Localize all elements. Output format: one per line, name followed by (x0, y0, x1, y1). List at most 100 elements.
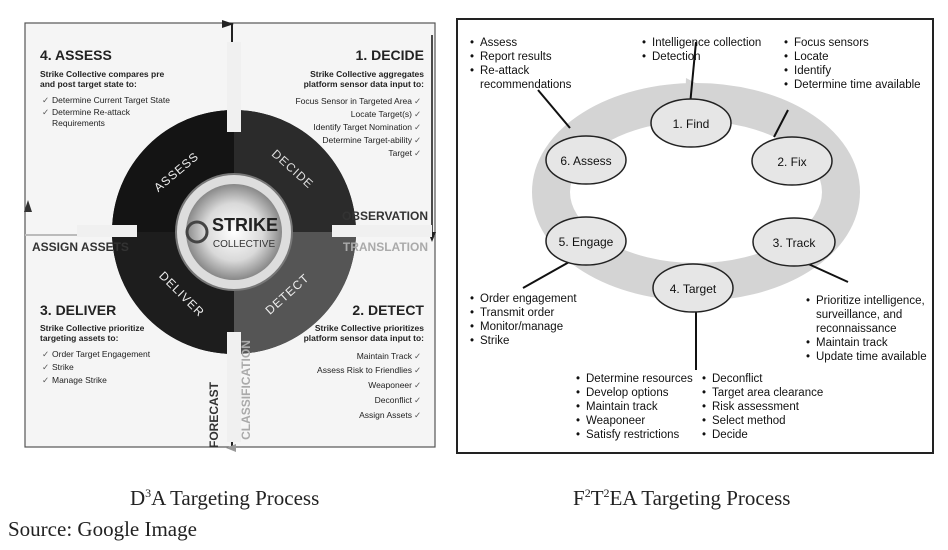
caption-right-sup1: 2 (584, 486, 591, 500)
check-icon: ✓ (414, 135, 421, 145)
axis-classification: CLASSIFICATION (239, 340, 253, 440)
bullet-icon: • (702, 429, 706, 441)
node-target (652, 263, 734, 313)
bullet-icon: • (470, 307, 474, 319)
detect-title: 2. DETECT (352, 302, 424, 318)
target-bullet: Weaponeer (586, 415, 645, 427)
caption-f2t2ea: F2T2EA Targeting Process (573, 486, 790, 511)
bullet-icon: • (470, 65, 474, 77)
bullet-icon: • (784, 65, 788, 77)
check-icon: ✓ (414, 109, 421, 119)
engage-bullet: Monitor/manage (480, 321, 563, 333)
check-icon: ✓ (414, 365, 421, 375)
f2t2ea-diagram: 1. Find 2. Fix 3. Track 4. Target 5. Eng… (456, 18, 934, 454)
node-find (650, 98, 732, 148)
check-icon: ✓ (414, 351, 421, 361)
target-bullet: Satisfy restrictions (586, 429, 680, 441)
deliver-item: Strike (52, 362, 74, 372)
find-bullet: Intelligence collection (652, 37, 761, 49)
node-assess (545, 135, 627, 185)
bullet-icon: • (576, 429, 580, 441)
d3a-diagram: STRIKE COLLECTIVE ASSESS DECIDE DELIVER … (22, 20, 440, 455)
engage-bullet: Strike (480, 335, 509, 347)
check-icon: ✓ (414, 122, 421, 132)
deliver-title: 3. DELIVER (40, 302, 116, 318)
strike-collective-logo (186, 184, 282, 280)
bullet-icon: • (702, 415, 706, 427)
node-engage-label: 5. Engage (559, 235, 614, 249)
detect-item: Deconflict (375, 395, 413, 405)
assess-bullet: Assess (480, 37, 517, 49)
detect-item: Assign Assets (359, 410, 412, 420)
target-bullet: Target area clearance (712, 387, 823, 399)
assess-item: Determine Current Target State (52, 95, 170, 105)
decide-title: 1. DECIDE (356, 47, 424, 63)
node-find-label: 1. Find (673, 117, 710, 131)
axis-assign-assets: ASSIGN ASSETS (32, 240, 129, 254)
assess-item: Requirements (52, 118, 105, 128)
bullet-icon: • (784, 51, 788, 63)
bullet-icon: • (806, 337, 810, 349)
target-bullet: Determine resources (586, 373, 693, 385)
detect-item: Maintain Track (357, 351, 413, 361)
engage-bullet: Order engagement (480, 293, 577, 305)
bullet-icon: • (784, 37, 788, 49)
check-icon: ✓ (42, 95, 49, 105)
find-bullet: Detection (652, 51, 701, 63)
track-bullet: reconnaissance (816, 323, 897, 335)
axis-translation: TRANSLATION (343, 240, 428, 254)
decide-subtitle-2: platform sensor data input to: (304, 79, 425, 89)
decide-item: Identify Target Nomination (313, 122, 412, 132)
axis-observation: OBSERVATION (342, 209, 428, 223)
bullet-icon: • (702, 387, 706, 399)
deliver-subtitle-1: Strike Collective prioritize (40, 323, 145, 333)
fix-bullet: Focus sensors (794, 37, 869, 49)
engage-bullet: Transmit order (480, 307, 555, 319)
bullet-icon: • (470, 51, 474, 63)
bullet-icon: • (576, 373, 580, 385)
caption-right-sup2: 2 (603, 486, 610, 500)
target-bullet: Maintain track (586, 401, 658, 413)
check-icon: ✓ (414, 96, 421, 106)
track-bullet: Maintain track (816, 337, 888, 349)
bullet-icon: • (576, 387, 580, 399)
fix-bullet: Determine time available (794, 79, 921, 91)
assess-bullet: Report results (480, 51, 552, 63)
detect-subtitle-2: platform sensor data input to: (304, 333, 425, 343)
node-fix (751, 136, 833, 186)
decide-item: Determine Target-ability (322, 135, 412, 145)
f2t2ea-svg: 1. Find 2. Fix 3. Track 4. Target 5. Eng… (470, 37, 927, 441)
d3a-svg: STRIKE COLLECTIVE ASSESS DECIDE DELIVER … (24, 20, 436, 452)
bullet-icon: • (642, 51, 646, 63)
caption-right-rest: EA Targeting Process (609, 486, 791, 510)
check-icon: ✓ (42, 349, 49, 359)
bullet-icon: • (642, 37, 646, 49)
fix-bullet: Identify (794, 65, 831, 77)
track-bullet: surveillance, and (816, 309, 902, 321)
node-track-label: 3. Track (773, 236, 817, 250)
deliver-item: Manage Strike (52, 375, 107, 385)
node-fix-label: 2. Fix (777, 155, 806, 169)
track-bullet: Prioritize intelligence, (816, 295, 925, 307)
deliver-item: Order Target Engagement (52, 349, 151, 359)
detect-subtitle-1: Strike Collective prioritizes (315, 323, 424, 333)
bullet-icon: • (576, 401, 580, 413)
track-bullet: Update time available (816, 351, 927, 363)
target-bullet: Develop options (586, 387, 669, 399)
node-assess-label: 6. Assess (560, 154, 611, 168)
target-bullet: Risk assessment (712, 401, 800, 413)
detect-item: Weaponeer (368, 380, 412, 390)
check-icon: ✓ (414, 148, 421, 158)
decide-item: Target (388, 148, 412, 158)
bullet-icon: • (470, 335, 474, 347)
caption-left-prefix: D (130, 486, 146, 510)
bullet-icon: • (702, 401, 706, 413)
bullet-icon: • (470, 293, 474, 305)
assess-subtitle-1: Strike Collective compares pre (40, 69, 165, 79)
bullet-icon: • (470, 37, 474, 49)
bullet-icon: • (806, 295, 810, 307)
target-bullet: Select method (712, 415, 786, 427)
bullet-icon: • (470, 321, 474, 333)
caption-d3a: D3A Targeting Process (130, 486, 319, 511)
bullet-icon: • (784, 79, 788, 91)
